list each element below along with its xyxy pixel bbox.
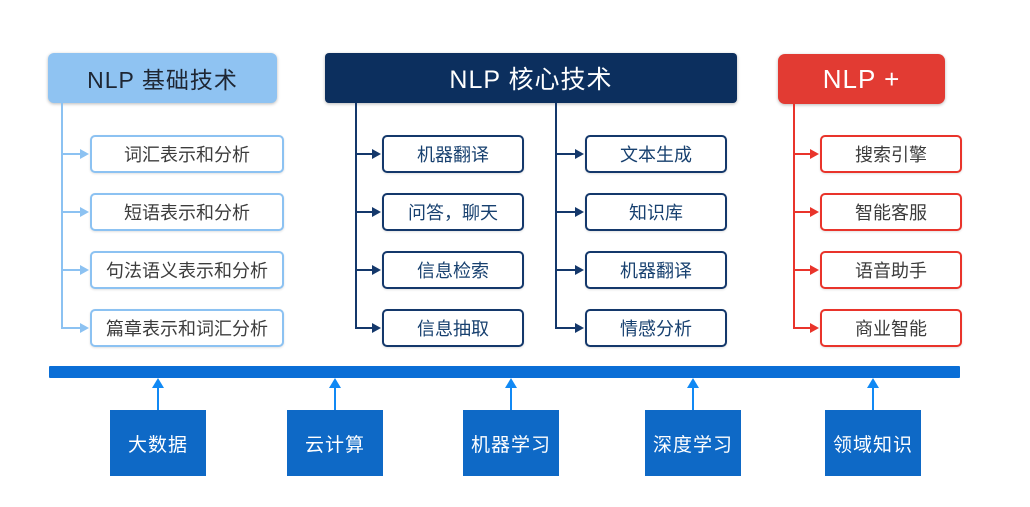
- arrowhead-up-icon: [867, 378, 879, 388]
- arrowhead-right-icon: [810, 207, 819, 217]
- foundation-box-4[interactable]: 领域知识: [825, 410, 921, 476]
- item-core-0-2[interactable]: 信息检索: [382, 251, 524, 289]
- foundation-arrow-line-0: [157, 383, 159, 410]
- arrow-line-core-0-0: [355, 153, 374, 155]
- item-label: 篇章表示和词汇分析: [106, 319, 268, 339]
- item-label: 问答，聊天: [408, 203, 498, 223]
- foundation-box-label: 深度学习: [652, 434, 733, 456]
- arrowhead-right-icon: [80, 323, 89, 333]
- arrow-line-core-0-1: [355, 211, 374, 213]
- foundation-box-0[interactable]: 大数据: [110, 410, 206, 476]
- connector-line-nlp-plus-0: [793, 104, 795, 328]
- item-label: 信息抽取: [417, 319, 489, 339]
- item-nlp-plus-0-0[interactable]: 搜索引擎: [820, 135, 962, 173]
- arrowhead-right-icon: [80, 265, 89, 275]
- arrowhead-right-icon: [372, 265, 381, 275]
- arrow-line-core-0-3: [355, 327, 374, 329]
- arrowhead-right-icon: [80, 149, 89, 159]
- connector-line-core-1: [555, 103, 557, 328]
- item-label: 文本生成: [620, 145, 692, 165]
- item-label: 机器翻译: [620, 261, 692, 281]
- item-label: 语音助手: [855, 261, 927, 281]
- arrow-line-basic-0-2: [61, 269, 82, 271]
- foundation-box-label: 领域知识: [832, 434, 913, 456]
- foundation-arrow-line-4: [872, 383, 874, 410]
- item-label: 句法语义表示和分析: [106, 261, 268, 281]
- arrowhead-right-icon: [810, 149, 819, 159]
- foundation-arrow-line-1: [334, 383, 336, 410]
- foundation-bar: [49, 366, 960, 378]
- item-basic-0-3[interactable]: 篇章表示和词汇分析: [90, 309, 284, 347]
- item-label: 智能客服: [855, 203, 927, 223]
- connector-line-basic-0: [61, 103, 63, 328]
- item-core-1-3[interactable]: 情感分析: [585, 309, 727, 347]
- item-label: 知识库: [629, 203, 683, 223]
- header-nlp-plus: NLP +: [778, 54, 945, 104]
- foundation-box-1[interactable]: 云计算: [287, 410, 383, 476]
- arrowhead-right-icon: [810, 265, 819, 275]
- arrow-line-core-1-0: [555, 153, 577, 155]
- arrowhead-right-icon: [575, 207, 584, 217]
- item-basic-0-1[interactable]: 短语表示和分析: [90, 193, 284, 231]
- item-core-0-3[interactable]: 信息抽取: [382, 309, 524, 347]
- arrow-line-nlp-plus-0-1: [793, 211, 812, 213]
- header-nlp-core: NLP 核心技术: [325, 53, 737, 103]
- item-basic-0-2[interactable]: 句法语义表示和分析: [90, 251, 284, 289]
- arrow-line-basic-0-3: [61, 327, 82, 329]
- arrow-line-nlp-plus-0-0: [793, 153, 812, 155]
- item-label: 商业智能: [855, 319, 927, 339]
- item-core-0-0[interactable]: 机器翻译: [382, 135, 524, 173]
- item-label: 词汇表示和分析: [124, 145, 250, 165]
- arrowhead-right-icon: [80, 207, 89, 217]
- item-nlp-plus-0-3[interactable]: 商业智能: [820, 309, 962, 347]
- arrowhead-up-icon: [505, 378, 517, 388]
- arrow-line-core-1-1: [555, 211, 577, 213]
- arrow-line-core-0-2: [355, 269, 374, 271]
- arrowhead-right-icon: [575, 149, 584, 159]
- arrow-line-nlp-plus-0-3: [793, 327, 812, 329]
- arrow-line-core-1-2: [555, 269, 577, 271]
- header-nlp-basic: NLP 基础技术: [48, 53, 277, 103]
- item-core-1-1[interactable]: 知识库: [585, 193, 727, 231]
- foundation-box-label: 机器学习: [470, 434, 551, 456]
- foundation-box-3[interactable]: 深度学习: [645, 410, 741, 476]
- foundation-arrow-line-2: [510, 383, 512, 410]
- arrowhead-right-icon: [372, 149, 381, 159]
- item-label: 短语表示和分析: [124, 203, 250, 223]
- connector-line-core-0: [355, 103, 357, 328]
- arrowhead-up-icon: [152, 378, 164, 388]
- arrowhead-right-icon: [575, 323, 584, 333]
- arrow-line-nlp-plus-0-2: [793, 269, 812, 271]
- foundation-box-2[interactable]: 机器学习: [463, 410, 559, 476]
- arrowhead-right-icon: [810, 323, 819, 333]
- arrowhead-right-icon: [372, 323, 381, 333]
- item-basic-0-0[interactable]: 词汇表示和分析: [90, 135, 284, 173]
- item-core-0-1[interactable]: 问答，聊天: [382, 193, 524, 231]
- arrow-line-basic-0-0: [61, 153, 82, 155]
- foundation-box-label: 云计算: [304, 434, 365, 456]
- item-core-1-2[interactable]: 机器翻译: [585, 251, 727, 289]
- foundation-box-label: 大数据: [127, 434, 188, 456]
- foundation-arrow-line-3: [692, 383, 694, 410]
- arrowhead-right-icon: [575, 265, 584, 275]
- item-core-1-0[interactable]: 文本生成: [585, 135, 727, 173]
- item-nlp-plus-0-1[interactable]: 智能客服: [820, 193, 962, 231]
- arrowhead-right-icon: [372, 207, 381, 217]
- item-label: 信息检索: [417, 261, 489, 281]
- arrowhead-up-icon: [329, 378, 341, 388]
- item-label: 情感分析: [620, 319, 692, 339]
- item-label: 机器翻译: [417, 145, 489, 165]
- item-nlp-plus-0-2[interactable]: 语音助手: [820, 251, 962, 289]
- arrow-line-basic-0-1: [61, 211, 82, 213]
- arrowhead-up-icon: [687, 378, 699, 388]
- arrow-line-core-1-3: [555, 327, 577, 329]
- item-label: 搜索引擎: [855, 145, 927, 165]
